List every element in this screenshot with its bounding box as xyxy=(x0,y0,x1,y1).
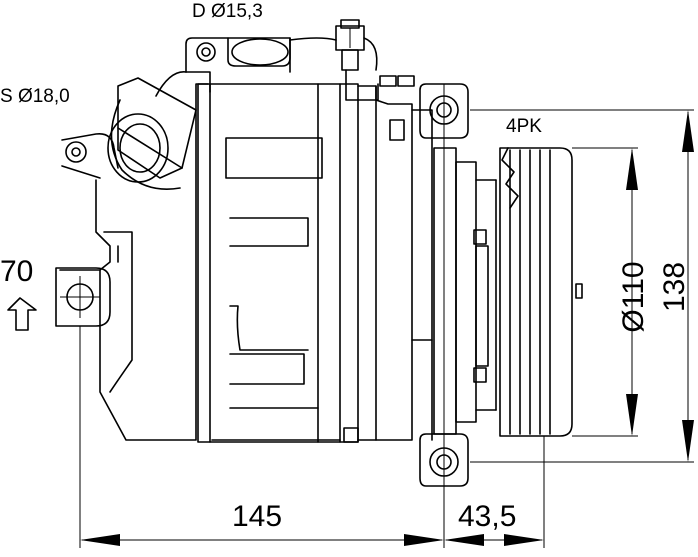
discharge-label: D Ø15,3 xyxy=(192,1,263,22)
pulley xyxy=(499,147,583,437)
sensor-connector xyxy=(335,19,379,101)
rear-housing xyxy=(59,83,209,441)
mount-offset-label: 70 xyxy=(0,255,34,288)
pulley-diameter-dimension xyxy=(572,147,638,437)
suction-port xyxy=(61,71,197,190)
height-label: 138 xyxy=(658,261,691,313)
discharge-port xyxy=(185,37,337,93)
height-dimension xyxy=(470,109,694,463)
belt-label: 4PK xyxy=(506,116,542,137)
cylinder-body xyxy=(197,83,359,443)
up-arrow-icon xyxy=(7,297,37,331)
rear-mount-ear xyxy=(55,267,111,327)
height-wrap: 138 xyxy=(655,262,695,312)
length-dimension xyxy=(80,534,444,546)
suction-label: S Ø18,0 xyxy=(0,86,70,107)
center-lines xyxy=(79,84,545,548)
pulley-offset-dimension xyxy=(444,534,544,546)
clutch-housing xyxy=(433,147,497,435)
pulley-diameter-label: Ø110 xyxy=(617,261,650,333)
length-label: 145 xyxy=(232,500,283,533)
pulley-diameter-wrap: Ø110 xyxy=(614,261,654,332)
front-head xyxy=(357,75,433,441)
pulley-offset-label: 43,5 xyxy=(458,500,517,533)
